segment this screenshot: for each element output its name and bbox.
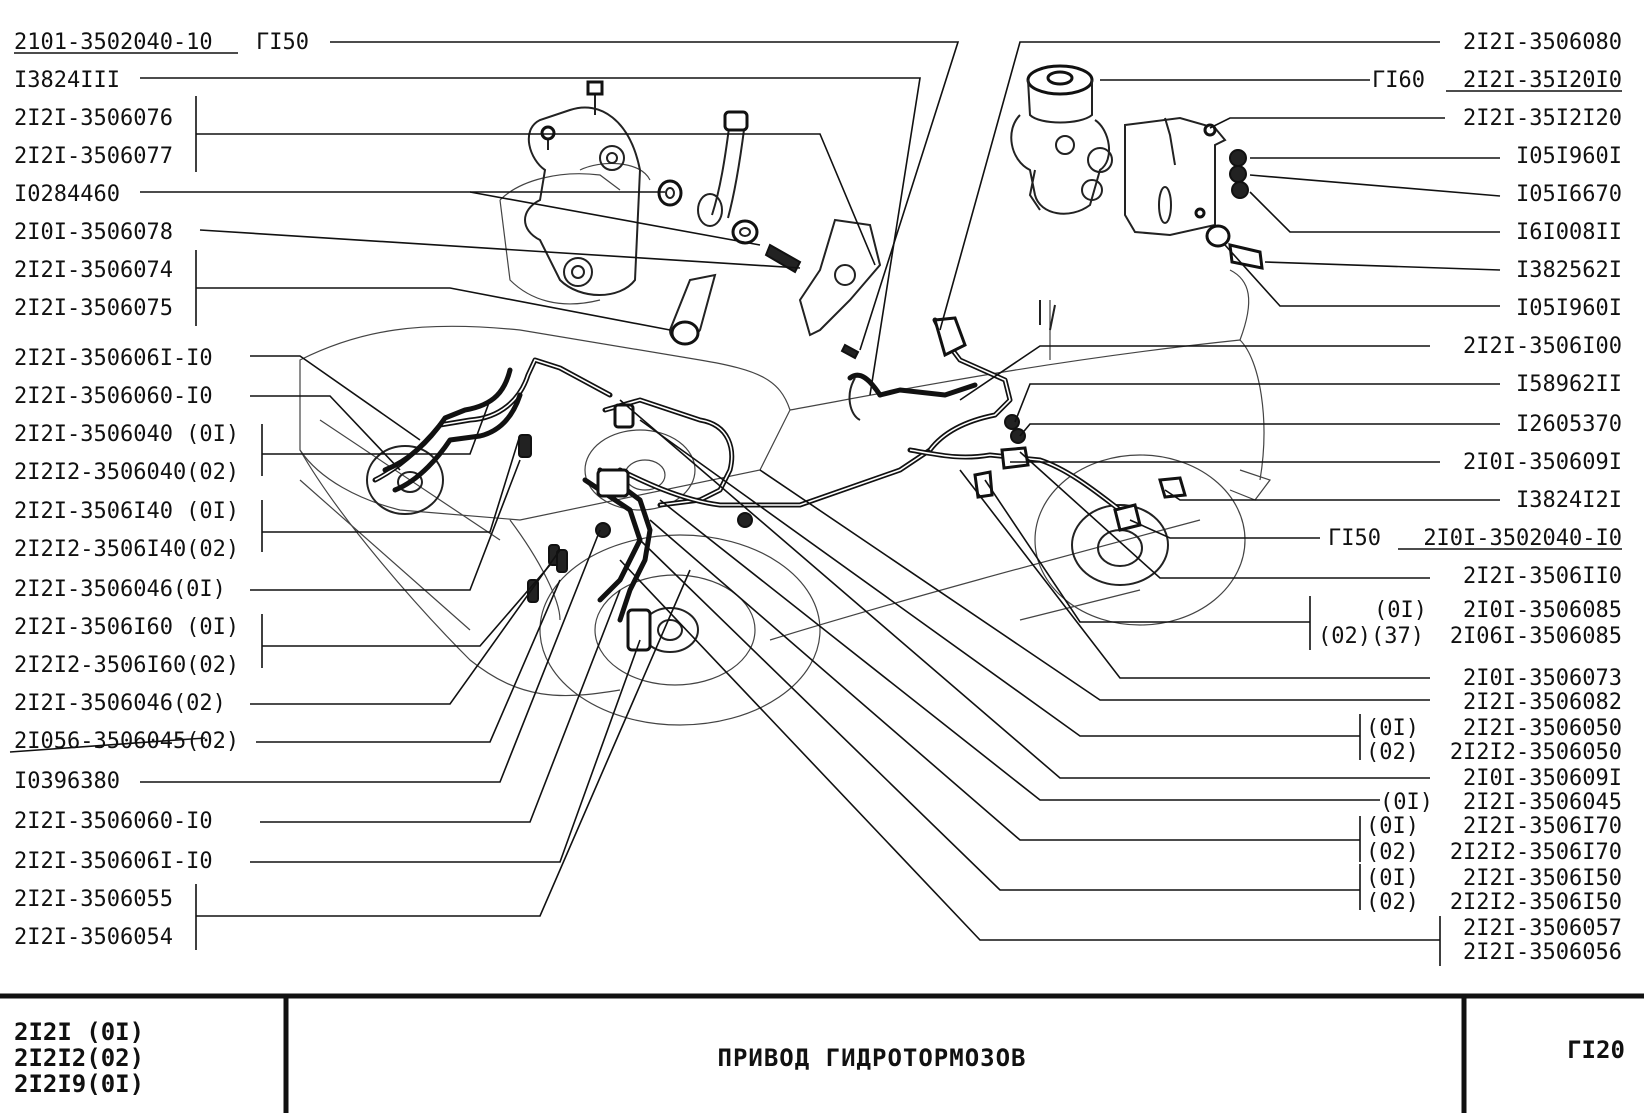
label-right-19-extra: (0I) bbox=[1366, 716, 1419, 741]
label-right-24: 2I2I2-3506I70 bbox=[1450, 840, 1622, 865]
label-right-9: I58962II bbox=[1516, 372, 1622, 397]
label-right-6: I382562I bbox=[1516, 258, 1622, 283]
label-left-14: 2I2I-3506046(0I) bbox=[14, 577, 226, 602]
label-right-7: I05I960I bbox=[1516, 296, 1622, 321]
label-right-10: I2605370 bbox=[1516, 412, 1622, 437]
car-body-outline bbox=[299, 162, 1271, 697]
label-left-22: 2I2I-3506055 bbox=[14, 887, 173, 912]
label-left-16: 2I2I2-3506I60(02) bbox=[14, 653, 239, 678]
label-left-0-extra: ГI50 bbox=[256, 30, 309, 55]
label-right-11: 2I0I-350609I bbox=[1463, 450, 1622, 475]
label-left-20: 2I2I-3506060-I0 bbox=[14, 809, 213, 834]
right-leader-lines bbox=[619, 41, 1501, 966]
left-leader-lines bbox=[140, 41, 960, 950]
label-right-4: I05I6670 bbox=[1516, 182, 1622, 207]
model-code-0: 2I2I (0I) bbox=[14, 1018, 144, 1046]
label-right-20-extra: (02) bbox=[1366, 740, 1419, 765]
label-right-1: 2I2I-35I20I0 bbox=[1463, 68, 1622, 93]
label-left-11: 2I2I2-3506040(02) bbox=[14, 460, 239, 485]
label-left-18: 2I056-3506045(02) bbox=[14, 729, 239, 754]
label-left-15: 2I2I-3506I60 (0I) bbox=[14, 615, 239, 640]
label-right-28: 2I2I-3506056 bbox=[1463, 940, 1622, 965]
label-right-17: 2I0I-3506073 bbox=[1463, 666, 1622, 691]
label-right-15-extra: (0I) bbox=[1374, 598, 1427, 623]
label-left-0: 2101-3502040-10 bbox=[14, 30, 213, 55]
label-right-24-extra: (02) bbox=[1366, 840, 1419, 865]
label-right-14: 2I2I-3506II0 bbox=[1463, 564, 1622, 589]
lower-front-wheel bbox=[539, 534, 821, 726]
label-left-23: 2I2I-3506054 bbox=[14, 925, 173, 950]
label-right-22-extra: (0I) bbox=[1380, 790, 1433, 815]
right-label-column: 2I2I-3506080 ГI60 2I2I-35I20I0 2I2I-35I2… bbox=[1318, 30, 1622, 965]
label-left-12: 2I2I-3506I40 (0I) bbox=[14, 499, 239, 524]
label-left-8: 2I2I-350606I-I0 bbox=[14, 346, 213, 371]
label-right-3: I05I960I bbox=[1516, 144, 1622, 169]
model-code-1: 2I2I2(02) bbox=[14, 1044, 144, 1072]
label-left-5: 2I0I-3506078 bbox=[14, 220, 173, 245]
model-code-2: 2I2I9(0I) bbox=[14, 1070, 144, 1098]
label-left-3: 2I2I-3506077 bbox=[14, 144, 173, 169]
label-right-26-extra: (02) bbox=[1366, 890, 1419, 915]
page-number: ГI20 bbox=[1567, 1036, 1625, 1064]
drawing-title: ПРИВОД ГИДРОТОРМОЗОВ bbox=[718, 1044, 1027, 1072]
label-right-13: 2I0I-3502040-I0 bbox=[1423, 526, 1622, 551]
pipe-fittings bbox=[518, 300, 1187, 652]
label-left-1: I3824III bbox=[14, 68, 120, 93]
label-right-27: 2I2I-3506057 bbox=[1463, 916, 1622, 941]
rear-wheel-drum bbox=[1034, 454, 1246, 626]
label-right-2: 2I2I-35I2I20 bbox=[1463, 106, 1622, 131]
label-right-8: 2I2I-3506I00 bbox=[1463, 334, 1622, 359]
label-right-15: 2I0I-3506085 bbox=[1463, 598, 1622, 623]
front-right-brake-disc bbox=[366, 445, 444, 515]
label-left-13: 2I2I2-3506I40(02) bbox=[14, 537, 239, 562]
title-block: 2I2I (0I) 2I2I2(02) 2I2I9(0I) ПРИВОД ГИД… bbox=[0, 993, 1644, 1113]
pressure-regulator-assembly bbox=[1010, 64, 1264, 270]
label-left-2: 2I2I-3506076 bbox=[14, 106, 173, 131]
label-left-10: 2I2I-3506040 (0I) bbox=[14, 422, 239, 447]
pedal-bracket-assembly bbox=[524, 80, 882, 360]
label-right-23: 2I2I-3506I70 bbox=[1463, 814, 1622, 839]
label-right-26: 2I2I2-3506I50 bbox=[1450, 890, 1622, 915]
label-right-1-extra: ГI60 bbox=[1372, 68, 1425, 93]
label-left-9: 2I2I-3506060-I0 bbox=[14, 384, 213, 409]
label-right-23-extra: (0I) bbox=[1366, 814, 1419, 839]
label-right-13-extra: ГI50 bbox=[1328, 526, 1381, 551]
label-left-21: 2I2I-350606I-I0 bbox=[14, 849, 213, 874]
label-right-25-extra: (0I) bbox=[1366, 866, 1419, 891]
label-right-25: 2I2I-3506I50 bbox=[1463, 866, 1622, 891]
label-right-18: 2I2I-3506082 bbox=[1463, 690, 1622, 715]
label-right-20: 2I2I2-3506050 bbox=[1450, 740, 1622, 765]
label-left-4: I0284460 bbox=[14, 182, 120, 207]
label-right-12: I3824I2I bbox=[1516, 488, 1622, 513]
label-left-19: I0396380 bbox=[14, 769, 120, 794]
left-label-column: 2101-3502040-10 ГI50 I3824III 2I2I-35060… bbox=[9, 30, 309, 950]
label-left-7: 2I2I-3506075 bbox=[14, 296, 173, 321]
label-right-16: 2I06I-3506085 bbox=[1450, 624, 1622, 649]
label-right-19: 2I2I-3506050 bbox=[1463, 716, 1622, 741]
label-right-16-extra: (02)(37) bbox=[1318, 624, 1424, 649]
label-right-5: I6I008II bbox=[1516, 220, 1622, 245]
brake-pipe-network bbox=[372, 317, 1123, 623]
label-right-0: 2I2I-3506080 bbox=[1463, 30, 1622, 55]
label-right-21: 2I0I-350609I bbox=[1463, 766, 1622, 791]
label-right-22: 2I2I-3506045 bbox=[1463, 790, 1622, 815]
label-left-6: 2I2I-3506074 bbox=[14, 258, 173, 283]
label-left-17: 2I2I-3506046(02) bbox=[14, 691, 226, 716]
